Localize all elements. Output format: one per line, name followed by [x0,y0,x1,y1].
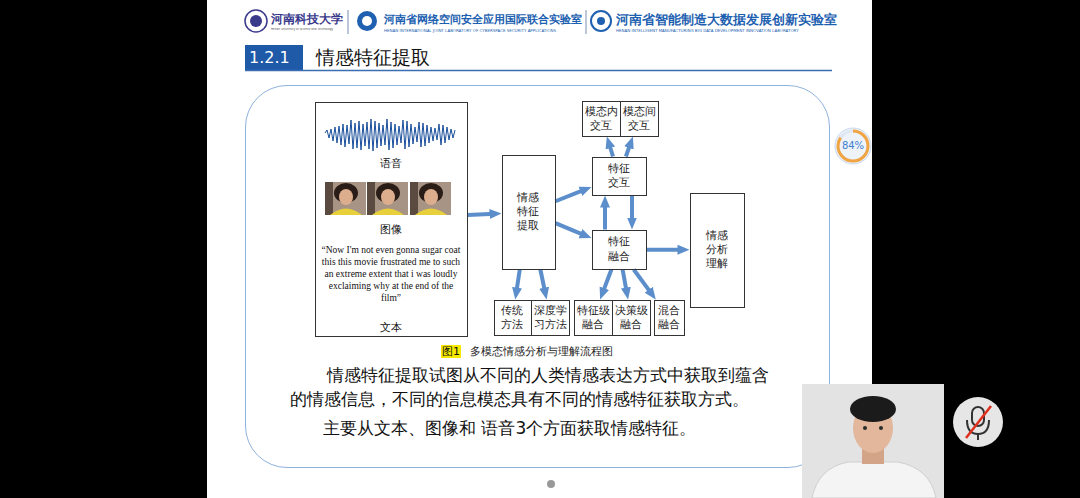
modality-label: 图像 [316,223,467,237]
flow-arrow [540,270,545,294]
lab-logo [597,17,605,25]
modality-label: 文本 [316,321,467,335]
box-label: 特征融合 [606,235,631,264]
sample-quote: “Now I'm not even gonna sugar coat this … [319,244,464,304]
lab-name: 河南省网络空间安全应用国际联合实验室 [384,13,582,26]
flow-arrow [609,142,613,156]
content-panel: 情感特征提取试图从不同的人类情感表达方式中获取到蕴含的情感信息，不同的信息模态具… [245,85,830,468]
lab-logo [357,11,377,31]
speaker-eye [863,426,867,430]
process-box: 情感分析理解 [690,193,745,308]
page-dot [547,480,555,488]
modality-label: 语音 [316,157,467,171]
body-paragraph: 情感特征提取试图从不同的人类情感表达方式中获取到蕴含的情感信息，不同的信息模态具… [290,363,782,411]
video-frame [325,182,366,215]
speaker-eye [879,426,883,430]
institution-name: 河南科技大学 [271,12,343,26]
speech-waveform [325,119,455,151]
divider [348,10,349,34]
university-logo [245,10,267,32]
process-box: 特征融合 [592,230,647,270]
university-logo [250,15,262,27]
input-modality-box: 语音图像 “Now I'm not even gonna sugar coat t… [315,102,468,337]
lab-logo [362,16,372,26]
flow-arrow [630,196,634,224]
figure-number: 图1 [441,345,461,358]
section-bar [245,45,303,70]
flow-arrow [602,270,611,294]
flow-arrow [556,189,586,201]
section-number: 1.2.1 [249,48,290,67]
process-box: 特征交互 [592,157,647,196]
slide-title: 情感特征提取 [316,46,430,69]
body-paragraph: 主要从文本、图像和 语音3个方面获取情感特征。 [323,416,803,440]
flow-arrow [556,223,586,236]
video-frame [367,182,408,215]
flow-arrow [468,214,496,215]
box-label: 情感分析理解 [704,229,729,272]
box-label: 模态间交互 [623,105,657,132]
mute-slash [966,406,991,438]
method-box: 模态内交互 [582,101,622,137]
method-box: 决策级融合 [612,300,652,336]
lab-logo [591,11,611,31]
flow-arrow [626,142,631,156]
webcam-view [802,384,944,498]
title-rule [245,70,832,72]
method-box: 深度学习方法 [531,300,571,336]
flow-arrow [516,270,520,294]
lab-name-en: HENAN INTERNATIONAL JOINT LABORATORY OF … [384,28,556,33]
figure-caption: 多模态情感分析与理解流程图 [470,345,613,358]
box-label: 特征交互 [606,162,631,191]
progress-percent: 84% [838,140,868,152]
method-box: 混合融合 [654,300,685,336]
method-box: 模态间交互 [620,101,660,137]
divider [586,10,587,34]
box-label: 深度学习方法 [534,304,568,331]
method-box: 特征级融合 [574,300,614,336]
institution-name-en: Henan University of Science and Technolo… [271,28,333,31]
box-label: 决策级融合 [615,304,649,331]
box-label: 混合融合 [657,304,681,331]
box-label: 模态内交互 [585,105,619,132]
mute-button [953,397,1003,447]
mic-icon [977,434,979,440]
progress-ring [838,131,868,161]
progress-badge [835,128,871,164]
box-label: 传统方法 [500,304,524,331]
speaker-hair [850,396,896,422]
lab-name-en: HENAN INTELLIGENT MANUFACTURING BIG DATA… [616,28,799,33]
lab-name: 河南省智能制造大数据发展创新实验室 [616,12,837,27]
flow-arrow [603,202,607,230]
flow-arrow [647,248,684,252]
progress-ring [838,131,868,161]
speaker-shirt [812,462,936,498]
box-label: 情感特征提取 [516,191,541,234]
process-box: 情感特征提取 [502,155,556,270]
flow-arrow [634,270,653,295]
video-frame [410,182,451,215]
box-label: 特征级融合 [577,304,611,331]
method-box: 传统方法 [494,300,532,336]
flow-arrow [623,270,627,294]
slide [207,0,872,498]
